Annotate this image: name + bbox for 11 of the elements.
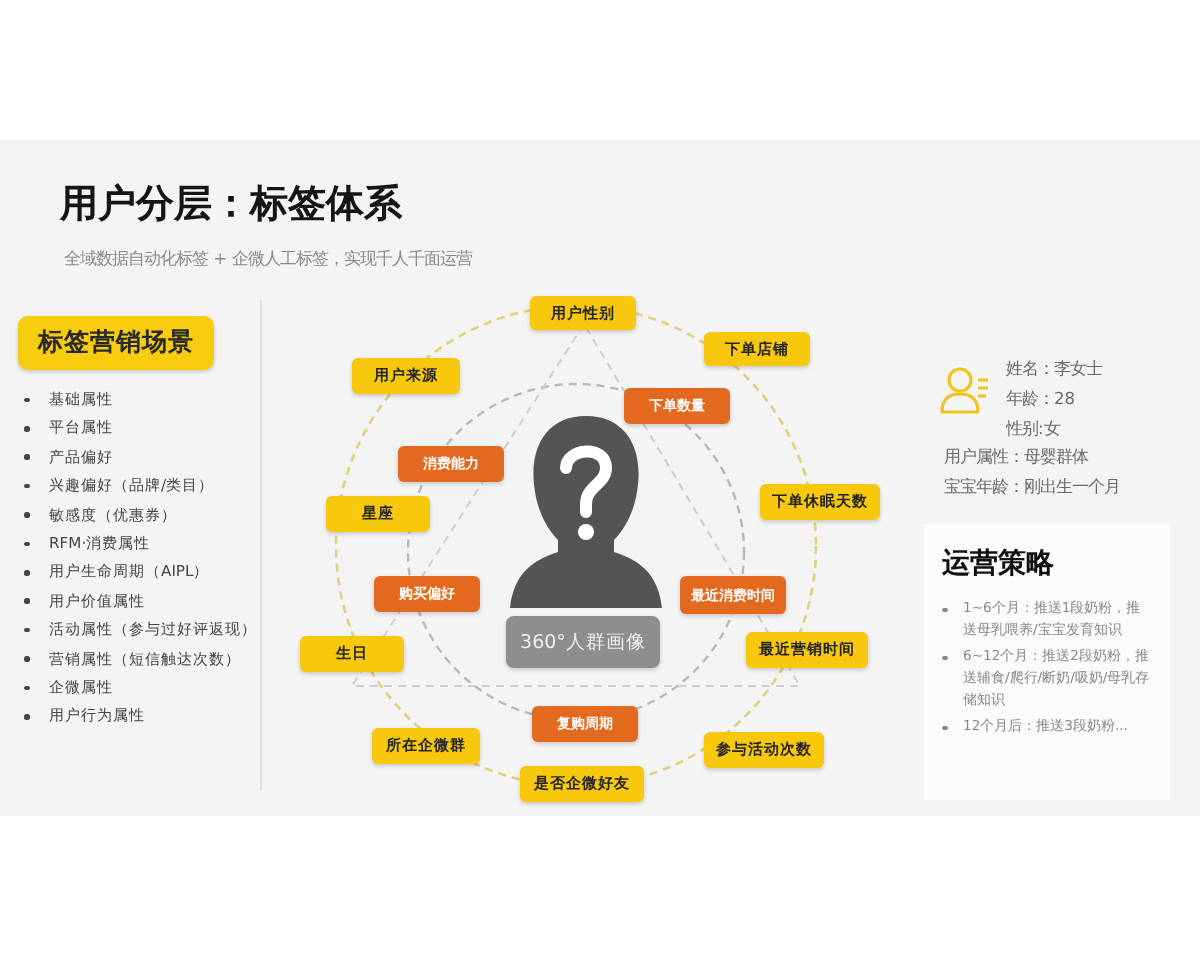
portrait-caption-box: 360°人群画像 [506,616,660,668]
slide-title: 用户分层：标签体系 [60,180,402,230]
profile-field: 姓名：李女士 [1006,358,1102,380]
profile-field: 用户属性：母婴群体 [944,446,1088,468]
strategy-panel [924,524,1170,800]
panel-heading: 运营策略 [942,546,1056,582]
profile-field: 宝宝年龄：刚出生一个月 [944,476,1120,498]
subtitle: 全域数据自动化标签 + 企微人工标签，实现千人千面运营 [64,248,473,270]
heading-box: 标签营销场景 [18,316,214,370]
profile-field: 性别:女 [1006,418,1060,440]
profile-field: 年龄：28 [1006,388,1076,410]
